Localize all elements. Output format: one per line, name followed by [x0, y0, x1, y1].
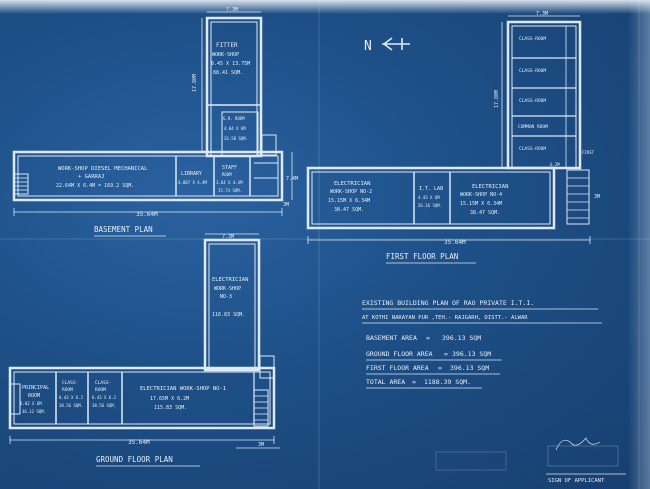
- elec-ws4-area: 38.47 SQM.: [470, 210, 500, 216]
- basement-width-dim: 35.64M: [136, 211, 158, 218]
- ff-class-room-2: CLASS-ROOM: [519, 68, 546, 74]
- fitter-sub: WORK-SHOP: [212, 52, 239, 58]
- principal-label: PRINCIPAL: [22, 385, 49, 391]
- elec-ws2-sub: WORK-SHOP NO-2: [330, 189, 372, 195]
- gr-room-label: G.R. ROOM: [223, 116, 245, 121]
- applicant-stamp: [547, 437, 619, 467]
- ground-floor-top-dim: 7.3M: [222, 234, 234, 240]
- elec-ws4-label: ELECTRICIAN: [472, 184, 508, 190]
- principal-sub: ROOM: [28, 393, 40, 399]
- staff-room-area: 15.74 SQM.: [218, 188, 242, 193]
- class-room-1-label: CLASS-: [62, 380, 78, 386]
- svg-text:=: =: [412, 378, 416, 386]
- elec-ws1-label: ELECTRICIAN WORK-SHOP NO-1: [140, 386, 226, 392]
- elec-ws3-area: 116.83 SQM.: [212, 312, 245, 318]
- diesel-workshop-label: WORK-SHOP DIESEL MECHANICAL: [58, 166, 148, 172]
- elec-ws1-area: 115.83 SQM.: [154, 405, 187, 411]
- elec-ws1-dim: 17.65M X 6.2M: [150, 396, 189, 402]
- it-lab-label: I.T. LAB: [419, 186, 443, 192]
- class-room-2-sub: ROOM: [95, 387, 106, 393]
- first-floor-side-dim: 3M: [594, 194, 600, 200]
- elec-ws4-sub: WORK-SHOP NO-4: [460, 192, 502, 198]
- title-block: EXISTING BUILDING PLAN OF RAO PRIVATE I.…: [362, 299, 626, 484]
- fitter-dim: 6.45 X 13.75M: [211, 61, 250, 67]
- class-room-2-label: CLASS-: [95, 380, 111, 386]
- basement-height-dim: 17.80M: [192, 74, 198, 92]
- principal-area: 36.12 SQM.: [22, 409, 46, 414]
- north-label: N: [364, 39, 372, 54]
- elec-ws3-no: NO-3: [220, 294, 232, 300]
- elec-ws3-sub: WORK-SHOP: [214, 286, 241, 292]
- staff-room-dim: 3.64 X 4.4M: [216, 180, 243, 185]
- elec-ws2-area: 38.47 SQM.: [334, 207, 364, 213]
- library-dim: 4.087 X 4.4M: [178, 180, 207, 185]
- fold-line: [0, 238, 650, 240]
- paper-top-edge: [0, 0, 650, 14]
- it-lab-area: 26.16 SQM.: [418, 203, 442, 208]
- fold-line: [318, 0, 320, 489]
- first-floor-plan: 35.64M 7.3M 17.80M 3M 6.2M FIRST CLASS-R…: [306, 11, 600, 264]
- basement-plan: 35.64M 7.3M 17.80M 7.4M 3M FITTER WORK-S…: [12, 7, 298, 237]
- basement-area-label: BASEMENT AREA: [366, 334, 417, 342]
- first-floor-width-dim: 35.64M: [444, 239, 466, 246]
- basement-top-dim: 7.3M: [226, 7, 238, 13]
- ground-floor-width-dim: 35.64M: [128, 439, 150, 446]
- ff-common-room: COMMON ROOM: [518, 124, 548, 130]
- basement-area-value: 396.13 SQM: [442, 334, 481, 342]
- engineer-stamp: [435, 451, 507, 471]
- gr-room-dim: 4.04 X 6M: [224, 126, 246, 131]
- basement-side-dim: 7.4M: [286, 176, 298, 182]
- first-floor-first-label: FIRST: [582, 150, 595, 155]
- basement-side-dim2: 3M: [283, 202, 289, 208]
- diesel-workshop-area: 22.64M X 6.4M = 169.2 SQM.: [56, 183, 134, 189]
- ground-floor-area-value: 396.13 SQM: [452, 350, 491, 358]
- first-floor-small-dim: 6.2M: [550, 162, 560, 167]
- fitter-label: FITTER: [216, 42, 238, 49]
- ground-floor-plan-title: GROUND FLOOR PLAN: [96, 455, 173, 464]
- north-arrow: N: [364, 37, 410, 54]
- total-area-label: TOTAL AREA: [366, 378, 405, 386]
- first-floor-area-value: 396.13 SQM: [450, 364, 489, 372]
- svg-text:=: =: [426, 334, 430, 342]
- svg-text:=: =: [438, 364, 442, 372]
- signature-label: SIGN OF APPLICANT: [548, 478, 605, 484]
- fitter-area: 88.41 SQM.: [213, 70, 243, 76]
- title-line-2: AT KOTHI NARAYAN PUR ,TEH.- RAJGARH, DIS…: [362, 315, 528, 321]
- library-label: LIBRARY: [181, 171, 202, 177]
- first-floor-plan-title: FIRST FLOOR PLAN: [386, 252, 458, 261]
- elec-ws3-label: ELECTRICIAN: [212, 277, 248, 283]
- class-room-2-dim: 6.43 X 6.2: [92, 395, 117, 400]
- staff-room-label: STAFF: [222, 165, 237, 171]
- paper-right-edge: [628, 0, 650, 489]
- class-room-2-area: 38.56 SQM.: [92, 403, 116, 408]
- gr-room-area: 26.58 SQM.: [224, 136, 248, 141]
- ground-floor-plan: 35.64M 7.3M 3M ELECTRICIAN WORK-SHOP NO-…: [8, 233, 280, 467]
- first-floor-height-dim: 17.80M: [494, 90, 500, 108]
- title-line-1: EXISTING BUILDING PLAN OF RAO PRIVATE I.…: [362, 299, 534, 307]
- diesel-workshop-sub: + GARRAJ: [78, 174, 105, 180]
- class-room-1-sub: ROOM: [62, 387, 73, 393]
- elec-ws2-dim: 15.15M X 6.34M: [328, 198, 370, 204]
- principal-dim: 6.02 X 6M: [20, 401, 42, 406]
- first-floor-area-label: FIRST FLOOR AREA: [366, 364, 429, 372]
- class-room-1-dim: 6.43 X 6.2: [59, 395, 84, 400]
- ff-class-room-1: CLASS-ROOM: [519, 36, 546, 42]
- it-lab-dim: 4.43 X 6M: [418, 195, 440, 200]
- svg-text:=: =: [444, 350, 448, 358]
- ff-class-room-4: CLASS-ROOM: [519, 146, 546, 152]
- ground-floor-area-label: GROUND FLOOR AREA: [366, 350, 433, 358]
- ground-floor-side-dim: 3M: [258, 442, 264, 448]
- class-room-1-area: 38.56 SQM.: [59, 403, 83, 408]
- fold-line: [638, 0, 640, 489]
- first-floor-top-dim: 7.3M: [536, 11, 548, 17]
- basement-plan-title: BASEMENT PLAN: [94, 225, 153, 234]
- staff-room-sub: ROOM: [222, 172, 232, 177]
- elec-ws2-label: ELECTRICIAN: [334, 181, 370, 187]
- ff-class-room-3: CLASS-ROOM: [519, 98, 546, 104]
- total-area-value: 1188.39 SQM.: [424, 378, 471, 386]
- elec-ws4-dim: 15.15M X 6.34M: [460, 201, 502, 207]
